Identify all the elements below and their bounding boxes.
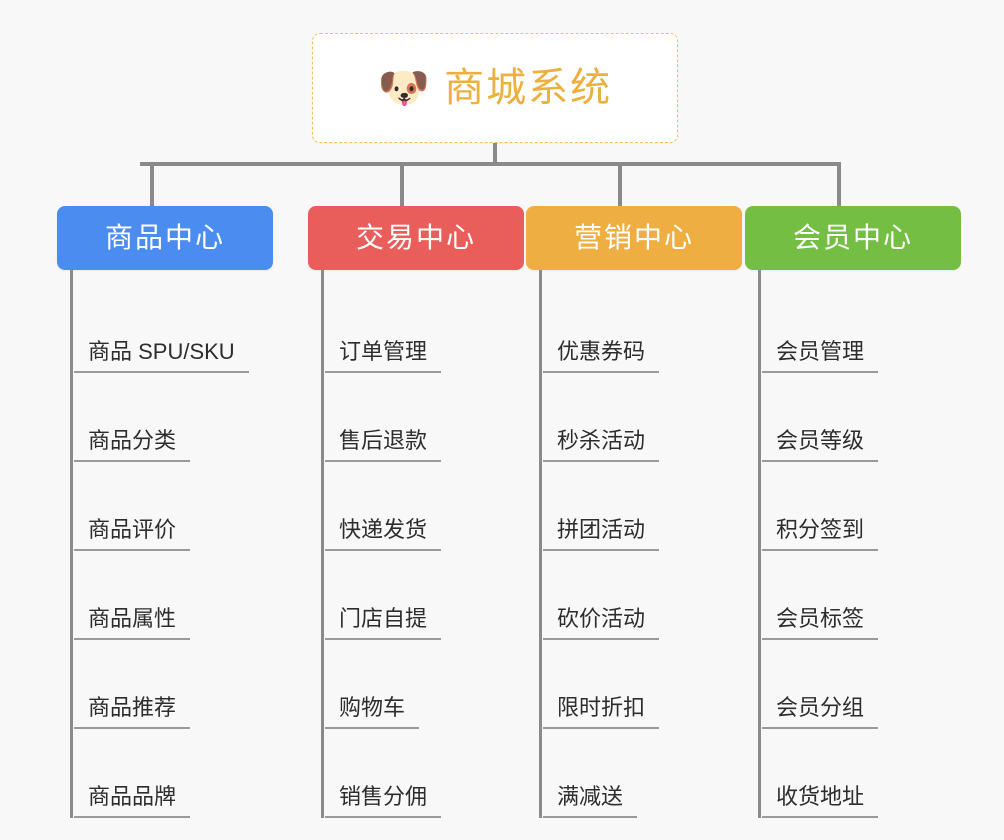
category-box-marketing-center[interactable]: 营销中心 bbox=[526, 206, 742, 270]
leaf-item-label: 商品属性 bbox=[74, 605, 191, 640]
leaf-item[interactable]: 会员分组 bbox=[762, 640, 961, 729]
connector-spine-member-center bbox=[758, 270, 761, 818]
leaf-item[interactable]: 快递发货 bbox=[325, 462, 524, 551]
leaf-item-label: 快递发货 bbox=[325, 516, 442, 551]
leaf-item-label: 优惠券码 bbox=[543, 338, 660, 373]
category-label-trade-center: 交易中心 bbox=[355, 222, 476, 253]
leaf-item-label: 商品评价 bbox=[74, 516, 191, 551]
column-member-center: 会员中心会员管理会员等级积分签到会员标签会员分组收货地址 bbox=[745, 206, 961, 818]
leaf-item-label: 销售分佣 bbox=[325, 783, 442, 818]
leaf-item[interactable]: 门店自提 bbox=[325, 551, 524, 640]
leaf-item-label: 商品品牌 bbox=[74, 783, 191, 818]
root-node-label: 商城系统 bbox=[444, 66, 613, 110]
column-trade-center: 交易中心订单管理售后退款快递发货门店自提购物车销售分佣 bbox=[308, 206, 524, 818]
category-box-trade-center[interactable]: 交易中心 bbox=[308, 206, 524, 270]
leaf-stack-product-center: 商品 SPU/SKU 商品分类商品评价商品属性商品推荐商品品牌 bbox=[57, 270, 273, 818]
category-label-marketing-center: 营销中心 bbox=[573, 222, 694, 253]
leaf-item-label: 售后退款 bbox=[325, 427, 442, 462]
leaf-item[interactable]: 限时折扣 bbox=[543, 640, 742, 729]
leaf-item-label: 订单管理 bbox=[325, 338, 442, 373]
leaf-item[interactable]: 销售分佣 bbox=[325, 729, 524, 818]
leaf-item-label: 积分签到 bbox=[762, 516, 879, 551]
leaf-item[interactable]: 砍价活动 bbox=[543, 551, 742, 640]
leaf-item[interactable]: 商品分类 bbox=[74, 373, 273, 462]
leaf-item-label: 会员管理 bbox=[762, 338, 879, 373]
leaf-item[interactable]: 收货地址 bbox=[762, 729, 961, 818]
leaf-item[interactable]: 购物车 bbox=[325, 640, 524, 729]
leaf-item-label: 商品推荐 bbox=[74, 694, 191, 729]
category-box-member-center[interactable]: 会员中心 bbox=[745, 206, 961, 270]
leaf-stack-marketing-center: 优惠券码秒杀活动拼团活动砍价活动限时折扣满减送 bbox=[526, 270, 742, 818]
leaf-item-label: 会员等级 bbox=[762, 427, 879, 462]
leaf-item[interactable]: 会员等级 bbox=[762, 373, 961, 462]
leaf-item[interactable]: 积分签到 bbox=[762, 462, 961, 551]
leaf-item-label: 限时折扣 bbox=[543, 694, 660, 729]
leaf-item[interactable]: 商品评价 bbox=[74, 462, 273, 551]
leaf-item[interactable]: 会员标签 bbox=[762, 551, 961, 640]
connector-spine-product-center bbox=[70, 270, 73, 818]
leaf-item[interactable]: 秒杀活动 bbox=[543, 373, 742, 462]
connector-drop-member-center bbox=[837, 162, 841, 206]
leaf-item[interactable]: 会员管理 bbox=[762, 284, 961, 373]
leaf-item[interactable]: 满减送 bbox=[543, 729, 742, 818]
leaf-item[interactable]: 商品品牌 bbox=[74, 729, 273, 818]
leaf-stack-member-center: 会员管理会员等级积分签到会员标签会员分组收货地址 bbox=[745, 270, 961, 818]
category-label-product-center: 商品中心 bbox=[104, 222, 225, 253]
leaf-item[interactable]: 商品属性 bbox=[74, 551, 273, 640]
connector-drop-marketing-center bbox=[618, 162, 622, 206]
leaf-item-label: 商品分类 bbox=[74, 427, 191, 462]
leaf-item-label: 会员分组 bbox=[762, 694, 879, 729]
leaf-item-label: 购物车 bbox=[325, 694, 420, 729]
leaf-item[interactable]: 订单管理 bbox=[325, 284, 524, 373]
column-marketing-center: 营销中心优惠券码秒杀活动拼团活动砍价活动限时折扣满减送 bbox=[526, 206, 742, 818]
leaf-stack-trade-center: 订单管理售后退款快递发货门店自提购物车销售分佣 bbox=[308, 270, 524, 818]
category-label-member-center: 会员中心 bbox=[792, 222, 913, 253]
leaf-item-label: 会员标签 bbox=[762, 605, 879, 640]
leaf-item[interactable]: 售后退款 bbox=[325, 373, 524, 462]
leaf-item-label: 门店自提 bbox=[325, 605, 442, 640]
connector-drop-trade-center bbox=[400, 162, 404, 206]
leaf-item-label: 拼团活动 bbox=[543, 516, 660, 551]
leaf-item[interactable]: 商品 SPU/SKU bbox=[74, 284, 273, 373]
leaf-item[interactable]: 商品推荐 bbox=[74, 640, 273, 729]
dog-face-icon: 🐶 bbox=[377, 64, 431, 111]
leaf-item-label: 砍价活动 bbox=[543, 605, 660, 640]
column-product-center: 商品中心商品 SPU/SKU 商品分类商品评价商品属性商品推荐商品品牌 bbox=[57, 206, 273, 818]
leaf-item-label: 收货地址 bbox=[762, 783, 879, 818]
connector-root-stem bbox=[493, 143, 497, 165]
connector-spine-marketing-center bbox=[539, 270, 542, 818]
connector-horizontal-bus bbox=[140, 162, 840, 166]
leaf-item-label: 秒杀活动 bbox=[543, 427, 660, 462]
connector-drop-product-center bbox=[150, 162, 154, 206]
leaf-item-label: 商品 SPU/SKU bbox=[74, 338, 249, 373]
root-node-mall-system[interactable]: 🐶 商城系统 bbox=[312, 33, 678, 143]
leaf-item-label: 满减送 bbox=[543, 783, 638, 818]
leaf-item[interactable]: 优惠券码 bbox=[543, 284, 742, 373]
connector-spine-trade-center bbox=[321, 270, 324, 818]
category-box-product-center[interactable]: 商品中心 bbox=[57, 206, 273, 270]
leaf-item[interactable]: 拼团活动 bbox=[543, 462, 742, 551]
